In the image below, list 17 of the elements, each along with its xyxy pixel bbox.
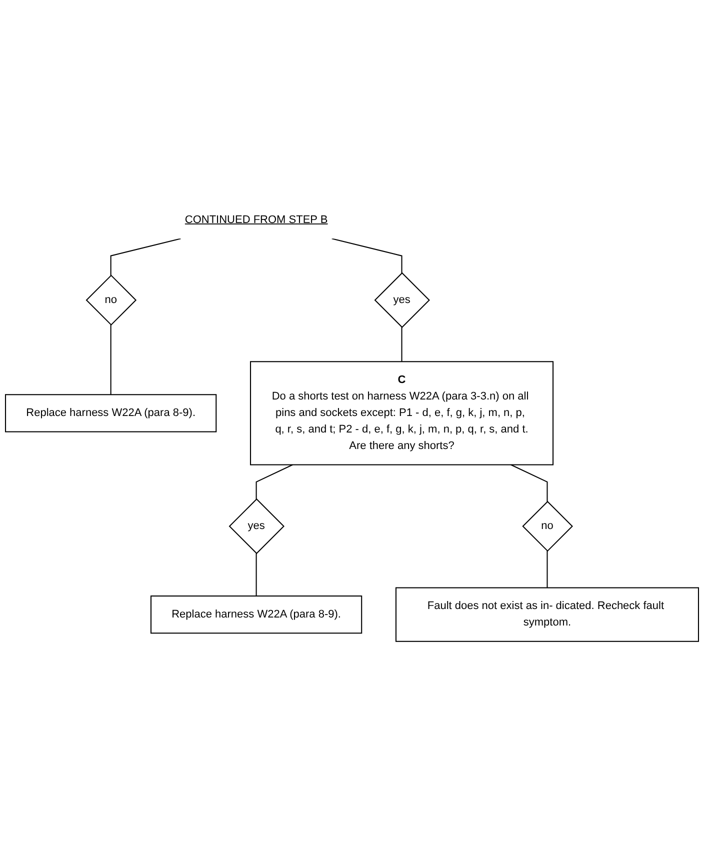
- node-box: Replace harness W22A (para 8-9).: [5, 394, 217, 432]
- node-box: Fault does not exist as in- dicated. Recheck fault symptom.: [395, 586, 699, 642]
- connector: [256, 552, 257, 596]
- node-text: CONTINUED FROM STEP B: [184, 213, 328, 226]
- connector: [401, 326, 402, 362]
- node-diamond: yes: [374, 272, 430, 328]
- node-box: C Do a shorts test on harness W22A (para 3-3.n) on all pins and sockets except: P1 - d, e, f, g, k, j, m, n, p, q, r, s, and t; P2 - d, e, f, g, k, j, m, n, p, q, r, s, and t. Are there any shorts?: [250, 360, 554, 465]
- node-diamond: yes: [228, 498, 284, 554]
- connector: [546, 550, 548, 588]
- node-box: Replace harness W22A (para 8-9).: [150, 595, 362, 634]
- node-diamond: no: [522, 500, 573, 552]
- connector: [256, 464, 293, 499]
- connector: [110, 238, 181, 275]
- connector: [510, 464, 548, 502]
- node-diamond: no: [86, 274, 137, 326]
- connector: [332, 238, 402, 273]
- connector: [110, 324, 112, 394]
